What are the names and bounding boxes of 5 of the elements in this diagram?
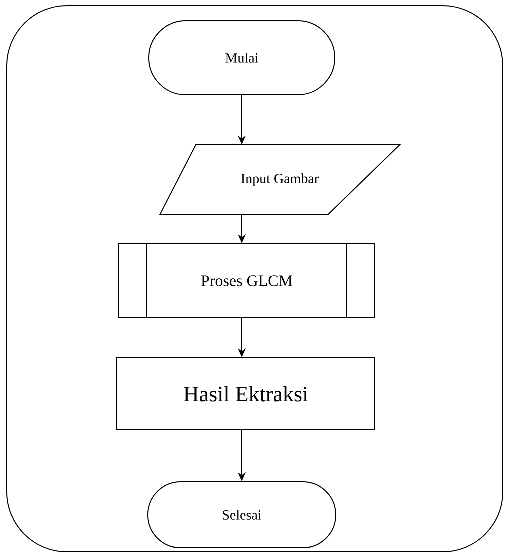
process-box: Hasil Ektraksi	[116, 358, 376, 430]
terminator-pill: Mulai	[148, 20, 336, 96]
process-box: Proses GLCM	[118, 244, 376, 318]
terminator-pill: Selesai	[148, 482, 336, 548]
frame-box	[6, 6, 504, 552]
